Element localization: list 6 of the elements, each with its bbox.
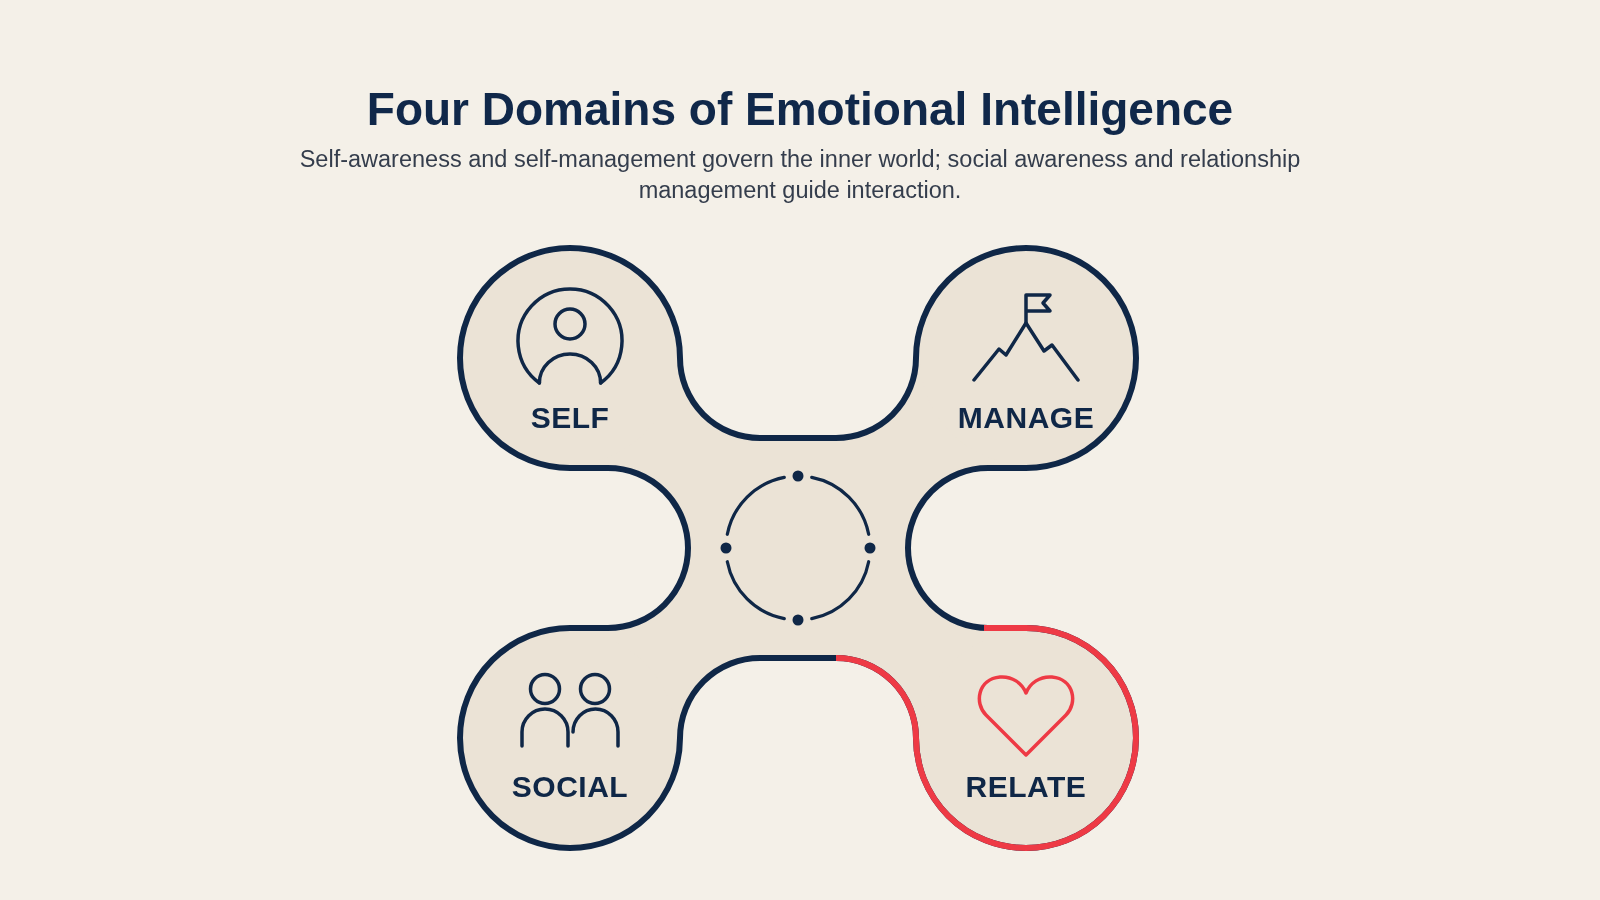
domain-label: SELF: [530, 401, 610, 435]
domain-label: MANAGE: [957, 401, 1095, 435]
domain-label: SOCIAL: [511, 770, 629, 804]
domain-label: RELATE: [965, 770, 1087, 804]
subtitle: Self-awareness and self-management govern the inner world; social awareness and relationship management guide interaction.: [298, 145, 1302, 205]
title: Four Domains of Emotional Intelligence: [366, 82, 1234, 136]
